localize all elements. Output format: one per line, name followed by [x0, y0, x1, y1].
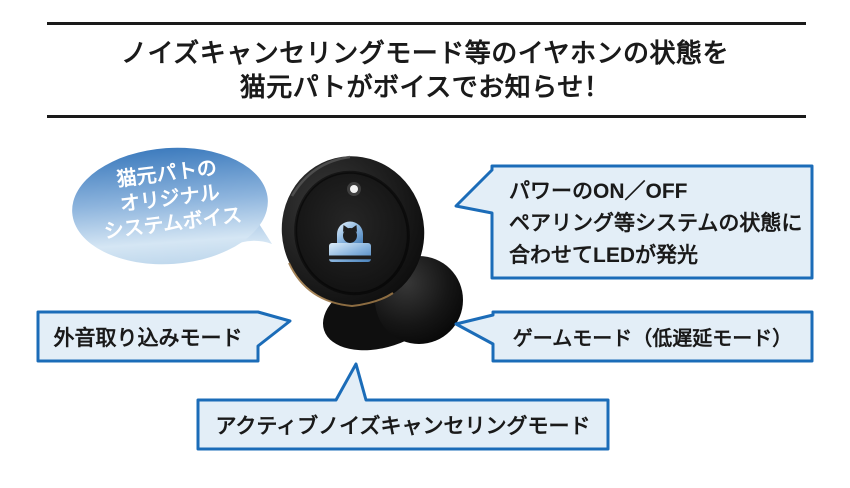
header-rule-bottom — [47, 115, 806, 118]
cat-ear-right — [351, 225, 357, 232]
earbud-rim-highlight — [290, 155, 351, 197]
header-rule-top — [47, 22, 806, 25]
callout-game-box-shape — [454, 310, 814, 363]
led-indicator — [350, 185, 358, 193]
callout-game-label: ゲームモード（低遅延モード） — [512, 328, 793, 350]
earbud-gold-rim — [288, 262, 394, 308]
callout-ambient-label: 外音取り込みモード — [53, 326, 243, 350]
callout-led-box-shape — [454, 164, 814, 280]
speech-bubble-shape — [72, 147, 272, 265]
earbud-image — [281, 155, 463, 351]
led-line-2: ペアリング等システムの状態に — [509, 212, 803, 235]
callout-anc-box-shape — [196, 362, 610, 451]
callout-led-text: パワーのON／OFF ペアリング等システムの状態に 合わせてLEDが発光 — [509, 176, 809, 272]
cat-silhouette — [343, 228, 357, 243]
page-title: ノイズキャンセリングモード等のイヤホンの状態を 猫元パトがボイスでお知らせ！ — [0, 36, 850, 104]
earbud-inner-rim — [294, 170, 410, 296]
led-line-1: パワーのON／OFF — [509, 180, 688, 203]
callout-shapes — [36, 164, 814, 451]
callout-ambient-box-shape — [36, 310, 292, 363]
beacon-stripe — [329, 255, 371, 260]
title-line-1: ノイズキャンセリングモード等のイヤホンの状態を — [121, 38, 729, 68]
speech-bubble-ellipse — [72, 147, 268, 265]
callout-anc-label: アクティブノイズキャンセリングモード — [215, 414, 591, 438]
led-line-3: 合わせてLEDが発光 — [509, 244, 698, 267]
beacon-lamp-icon — [329, 221, 371, 262]
title-line-2: 猫元パトがボイスでお知らせ！ — [239, 72, 611, 102]
cat-ear-left — [343, 225, 349, 232]
